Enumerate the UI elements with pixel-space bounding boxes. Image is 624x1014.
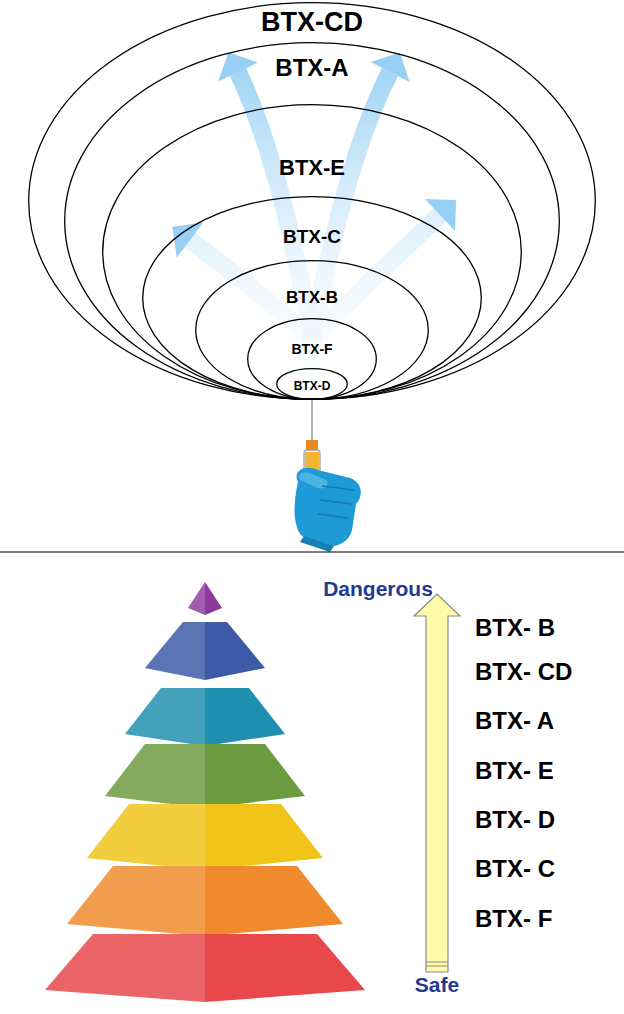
pyramid-layer bbox=[145, 622, 265, 680]
toxin-name: BTX-D bbox=[276, 380, 348, 392]
ranking-label: BTX- F bbox=[475, 907, 552, 931]
toxin-ellipse: BTX-E BTX-C BTX-B BTX-F BTX-D bbox=[102, 104, 522, 400]
scale-arrow bbox=[414, 594, 460, 972]
divider-line bbox=[0, 551, 624, 552]
ranking-label: BTX- C bbox=[475, 857, 555, 881]
ellipse-outline bbox=[195, 260, 429, 400]
glove-hand bbox=[295, 468, 361, 547]
pyramid-layer bbox=[45, 934, 365, 1002]
toxin-name: BTX-E bbox=[102, 157, 522, 179]
arrow-head bbox=[425, 199, 456, 231]
toxin-name: BTX-CD bbox=[28, 9, 596, 36]
pyramid-shade bbox=[105, 744, 205, 808]
toxin-name: BTX-A bbox=[64, 56, 560, 80]
scale-arrow-base bbox=[426, 962, 448, 963]
pyramid-layer bbox=[87, 804, 323, 870]
toxin-name: BTX-F bbox=[247, 342, 377, 356]
glove-cuff bbox=[300, 536, 334, 552]
toxin-name: BTX-C bbox=[142, 227, 482, 246]
needle bbox=[311, 400, 313, 442]
toxin-name: BTX-B bbox=[195, 289, 429, 306]
toxin-ellipse: BTX-A BTX-E BTX-C BTX-B BTX-F BTX-D bbox=[64, 42, 560, 400]
ranking-label: BTX- A bbox=[475, 709, 554, 733]
scale-arrow-base bbox=[426, 966, 448, 967]
pyramid-layer bbox=[67, 866, 343, 936]
pyramid-layer bbox=[105, 744, 305, 808]
scale-label: Safe bbox=[415, 974, 459, 995]
ranking-label: BTX- D bbox=[475, 808, 555, 832]
pyramid-shade bbox=[87, 804, 205, 870]
pyramid-shade bbox=[188, 582, 205, 615]
arrow-head bbox=[172, 222, 203, 257]
pyramid-shade bbox=[145, 622, 205, 680]
pyramid-shade bbox=[125, 688, 205, 746]
toxin-ellipse: BTX-F BTX-D bbox=[247, 318, 377, 400]
ranking-label: BTX- E bbox=[475, 759, 554, 783]
ranking-label: BTX- CD bbox=[475, 660, 572, 684]
glove-fingers bbox=[318, 486, 354, 518]
toxin-ellipse: BTX-B BTX-F BTX-D bbox=[195, 260, 429, 400]
pyramid-layer bbox=[125, 688, 285, 746]
arrow-head bbox=[370, 52, 409, 82]
ranking-label: BTX- B bbox=[475, 616, 555, 640]
toxin-ellipse: BTX-CD BTX-A BTX-E BTX-C BTX-B BTX-F BTX-D bbox=[28, 2, 596, 400]
pyramid-shade bbox=[45, 934, 205, 1002]
needle-hub bbox=[306, 440, 318, 450]
arrow-head bbox=[218, 52, 258, 81]
toxin-ellipse: BTX-C BTX-B BTX-F BTX-D bbox=[142, 196, 482, 400]
pyramid-shade bbox=[67, 866, 205, 936]
scale-label: Dangerous bbox=[323, 578, 433, 599]
pyramid-layer bbox=[188, 582, 222, 615]
toxin-ellipse: BTX-D bbox=[276, 368, 348, 400]
